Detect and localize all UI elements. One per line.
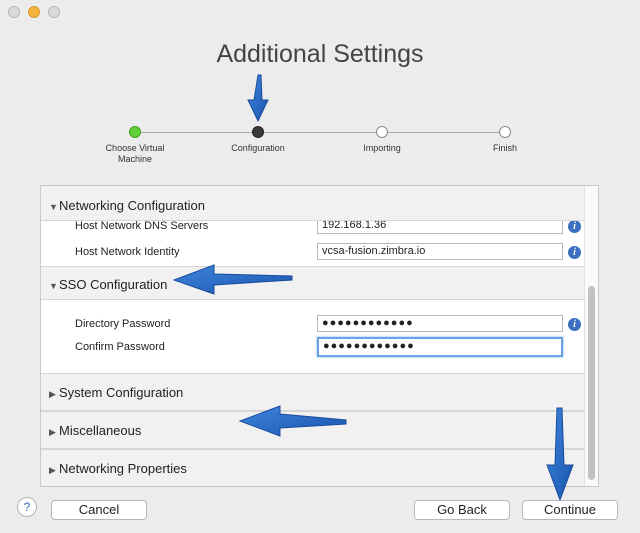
directory-password-info-icon[interactable]: i (568, 318, 581, 331)
section-label: System Configuration (59, 385, 184, 400)
collapsed-triangle-icon: ▶ (49, 465, 56, 475)
directory-password-label: Directory Password (75, 318, 171, 330)
zoom-window-button[interactable] (48, 6, 60, 18)
page-title: Additional Settings (216, 40, 424, 68)
help-button[interactable]: ? (17, 497, 37, 517)
scrollbar-thumb[interactable] (588, 286, 595, 480)
annotation-arrow-down-icon (247, 74, 269, 123)
collapsed-triangle-icon: ▶ (49, 427, 56, 437)
network-identity-info-icon[interactable]: i (568, 246, 581, 259)
step-4-label: Finish (492, 143, 517, 153)
step-2-label: Configuration (231, 143, 285, 153)
confirm-password-label: Confirm Password (75, 341, 165, 353)
section-label: Networking Configuration (59, 198, 205, 213)
network-identity-label: Host Network Identity (75, 246, 180, 258)
step-2-dot (252, 126, 264, 138)
dns-servers-label: Host Network DNS Servers (75, 220, 209, 232)
section-miscellaneous[interactable]: ▶Miscellaneous (41, 411, 585, 449)
section-label: SSO Configuration (59, 277, 168, 292)
continue-button[interactable]: Continue (522, 500, 618, 520)
step-1-dot (129, 126, 141, 138)
cancel-button[interactable]: Cancel (51, 500, 147, 520)
section-system-configuration[interactable]: ▶System Configuration (41, 373, 585, 411)
network-identity-input[interactable]: vcsa-fusion.zimbra.io (317, 243, 563, 260)
expanded-triangle-icon: ▼ (49, 202, 58, 212)
step-connector (141, 132, 252, 133)
step-3-label: Importing (363, 143, 401, 153)
section-label: Miscellaneous (59, 423, 142, 438)
section-sso-configuration[interactable]: ▼SSO Configuration (41, 266, 585, 300)
step-3-dot (376, 126, 388, 138)
confirm-password-input[interactable]: ●●●●●●●●●●●● (317, 337, 563, 357)
settings-panel[interactable]: Host Network DNS Servers 192.168.1.36 i … (40, 185, 599, 487)
section-networking-properties[interactable]: ▶Networking Properties (41, 449, 585, 486)
step-connector (264, 132, 376, 133)
step-progress: Choose Virtual Machine Configuration Imp… (0, 126, 640, 166)
step-4-dot (499, 126, 511, 138)
section-label: Networking Properties (59, 461, 187, 476)
go-back-button[interactable]: Go Back (414, 500, 510, 520)
vertical-scrollbar[interactable] (584, 186, 598, 486)
minimize-window-button[interactable] (28, 6, 40, 18)
directory-password-input[interactable]: ●●●●●●●●●●●● (317, 315, 563, 332)
step-connector (388, 132, 499, 133)
window-controls (8, 6, 60, 18)
dns-servers-info-icon[interactable]: i (568, 220, 581, 233)
close-window-button[interactable] (8, 6, 20, 18)
dns-servers-input[interactable]: 192.168.1.36 (317, 217, 563, 234)
expanded-triangle-icon: ▼ (49, 281, 58, 291)
step-1-label: Choose Virtual Machine (105, 143, 165, 164)
collapsed-triangle-icon: ▶ (49, 389, 56, 399)
section-networking-configuration[interactable]: ▼Networking Configuration (41, 186, 585, 221)
